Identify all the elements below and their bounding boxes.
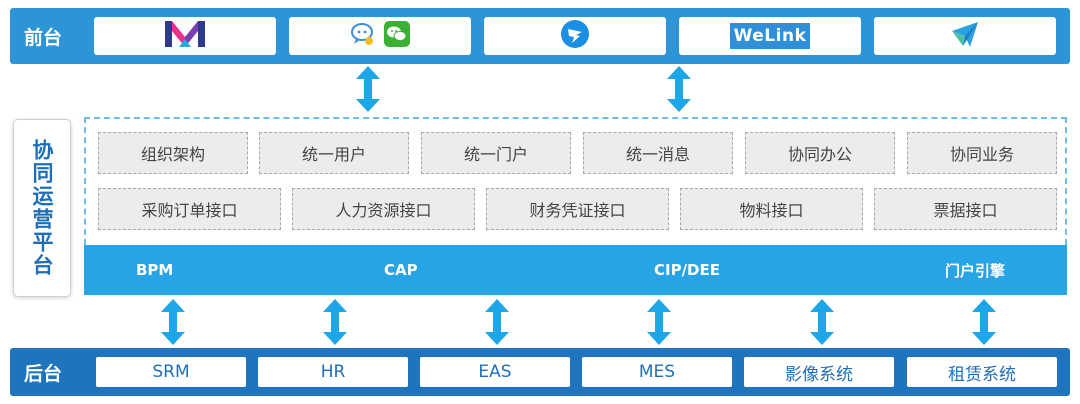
module-org-structure: 组织架构 [98, 132, 248, 174]
arrow-platform-to-back-1 [161, 299, 185, 345]
wechat-icon [384, 21, 410, 51]
module-unified-message: 统一消息 [583, 132, 733, 174]
app-qq-wechat[interactable] [289, 17, 471, 55]
module-finance-voucher-api: 财务凭证接口 [486, 188, 669, 230]
app-paper-plane[interactable] [874, 17, 1056, 55]
engine-bar: BPM CAP CIP/DEE 门户引擎 [84, 245, 1067, 295]
welink-logo: WeLink [729, 23, 811, 49]
back-layer-label: 后台 [23, 362, 62, 385]
app-dingtalk[interactable] [484, 17, 666, 55]
engine-bpm: BPM [136, 261, 174, 279]
module-hr-api: 人力资源接口 [292, 188, 475, 230]
module-collab-business: 协同业务 [907, 132, 1057, 174]
front-layer: 前台 [10, 8, 1070, 64]
module-unified-user: 统一用户 [259, 132, 409, 174]
engine-cip-dee: CIP/DEE [654, 261, 721, 279]
arrow-platform-to-back-5 [810, 299, 834, 345]
arrow-platform-to-back-2 [323, 299, 347, 345]
platform-label: 协同运营平台 [30, 139, 54, 277]
system-srm[interactable]: SRM [96, 357, 246, 387]
module-material-api: 物料接口 [680, 188, 863, 230]
arrow-front-to-platform-1 [356, 66, 380, 112]
module-invoice-api: 票据接口 [874, 188, 1057, 230]
system-leasing[interactable]: 租赁系统 [907, 357, 1057, 387]
module-unified-portal: 统一门户 [421, 132, 571, 174]
arrow-platform-to-back-3 [485, 299, 509, 345]
back-layer: 后台 SRM HR EAS MES 影像系统 租赁系统 [10, 348, 1070, 396]
paper-plane-icon [950, 19, 980, 53]
system-hr[interactable]: HR [258, 357, 408, 387]
system-eas[interactable]: EAS [420, 357, 570, 387]
arrow-platform-to-back-6 [972, 299, 996, 345]
platform-modules-frame [84, 117, 1067, 245]
qq-icon [350, 21, 376, 51]
app-m-platform[interactable] [94, 17, 276, 55]
engine-portal: 门户引擎 [945, 261, 1006, 280]
m-logo-icon [163, 19, 207, 53]
system-imaging[interactable]: 影像系统 [744, 357, 894, 387]
front-layer-label: 前台 [23, 26, 62, 49]
system-mes[interactable]: MES [582, 357, 732, 387]
module-collab-office: 协同办公 [745, 132, 895, 174]
app-welink[interactable]: WeLink [679, 17, 861, 55]
module-purchase-order-api: 采购订单接口 [98, 188, 281, 230]
engine-cap: CAP [384, 261, 418, 279]
arrow-front-to-platform-2 [667, 66, 691, 112]
dingtalk-icon [560, 19, 590, 53]
platform-side-label: 协同运营平台 [13, 119, 71, 297]
arrow-platform-to-back-4 [647, 299, 671, 345]
